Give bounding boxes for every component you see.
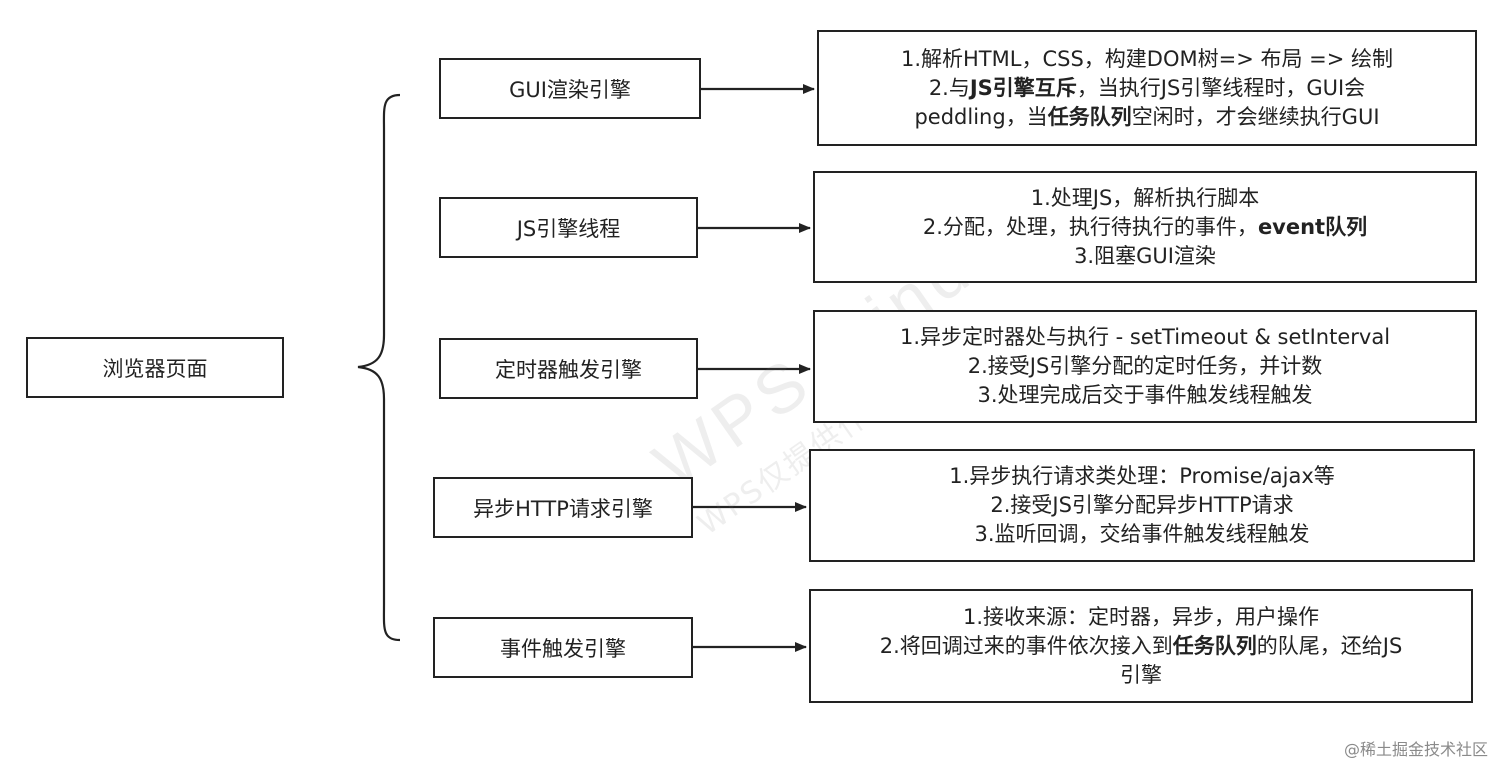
desc-emphasis: 任务队列 [1172,633,1257,658]
desc-text: peddling，当 [914,104,1048,129]
desc-line: 2.分配，处理，执行待执行的事件，event队列 [923,213,1367,242]
desc-text: 3.处理完成后交于事件触发线程触发 [977,383,1313,407]
desc-text: 引擎 [1120,662,1162,687]
desc-line: 2.接受JS引擎分配异步HTTP请求 [990,491,1293,520]
desc-text: 1.解析HTML，CSS，构建DOM树=> 布局 => 绘制 [900,46,1394,71]
desc-node-js[interactable]: 1.处理JS，解析执行脚本 2.分配，处理，执行待执行的事件，event队列 3… [813,171,1477,283]
desc-text: 3.监听回调，交给事件触发线程触发 [974,522,1310,546]
root-node-browser-page[interactable]: 浏览器页面 [26,337,284,398]
root-node-label: 浏览器页面 [102,356,208,381]
desc-emphasis: 任务队列 [1047,104,1132,129]
desc-text: ，当执行JS引擎线程时，GUI会 [1076,75,1366,100]
desc-node-event[interactable]: 1.接收来源：定时器，异步，用户操作 2.将回调过来的事件依次接入到任务队列的队… [809,589,1473,703]
desc-line: 2.接受JS引擎分配的定时任务，并计数 [968,352,1323,381]
engine-node-event[interactable]: 事件触发引擎 [433,617,693,678]
brace [357,93,401,642]
desc-text: 2.接受JS引擎分配的定时任务，并计数 [967,354,1323,378]
engine-node-gui[interactable]: GUI渲染引擎 [439,58,701,119]
desc-node-http[interactable]: 1.异步执行请求类处理：Promise/ajax等 2.接受JS引擎分配异步HT… [809,449,1475,562]
engine-node-timer[interactable]: 定时器触发引擎 [439,338,698,399]
desc-line: 3.监听回调，交给事件触发线程触发 [974,520,1309,549]
desc-line: 2.与JS引擎互斥，当执行JS引擎线程时，GUI会 [929,74,1365,103]
desc-node-gui[interactable]: 1.解析HTML，CSS，构建DOM树=> 布局 => 绘制 2.与JS引擎互斥… [817,30,1477,146]
desc-text: 1.接收来源：定时器，异步，用户操作 [962,604,1320,629]
desc-line: 3.处理完成后交于事件触发线程触发 [977,381,1312,410]
desc-text: 3.阻塞GUI渲染 [1074,243,1216,268]
desc-line: 1.异步执行请求类处理：Promise/ajax等 [949,462,1335,491]
engine-label: 定时器触发引擎 [495,357,642,382]
desc-line: 1.处理JS，解析执行脚本 [1031,184,1260,213]
desc-text: 2.与 [928,75,970,100]
site-credit: @稀土掘金技术社区 [1343,740,1488,759]
desc-line: 1.异步定时器处与执行 - setTimeout & setInterval [900,323,1390,352]
engine-label: 异步HTTP请求引擎 [473,496,653,521]
desc-line: 2.将回调过来的事件依次接入到任务队列的队尾，还给JS [880,632,1403,661]
engine-node-js[interactable]: JS引擎线程 [439,197,698,258]
engine-label: 事件触发引擎 [500,636,626,661]
desc-text: 2.接受JS引擎分配异步HTTP请求 [990,493,1294,517]
desc-text: 1.处理JS，解析执行脚本 [1030,185,1260,210]
engine-label: GUI渲染引擎 [509,77,631,102]
desc-node-timer[interactable]: 1.异步定时器处与执行 - setTimeout & setInterval 2… [813,310,1477,423]
desc-text: 1.异步执行请求类处理：Promise/ajax等 [949,464,1335,488]
desc-text: 空闲时，才会继续执行GUI [1131,104,1380,129]
desc-text: 的队尾，还给JS [1256,633,1403,658]
desc-text: 2.将回调过来的事件依次接入到 [879,633,1173,658]
desc-emphasis: event队列 [1257,214,1368,239]
desc-emphasis: JS引擎互斥 [969,75,1077,100]
desc-line: 1.接收来源：定时器，异步，用户操作 [963,603,1319,632]
desc-line: 1.解析HTML，CSS，构建DOM树=> 布局 => 绘制 [901,45,1393,74]
engine-node-http[interactable]: 异步HTTP请求引擎 [433,477,693,538]
desc-line: 3.阻塞GUI渲染 [1074,242,1216,271]
desc-line: peddling，当任务队列空闲时，才会继续执行GUI [914,103,1379,132]
desc-text: 2.分配，处理，执行待执行的事件， [922,214,1258,239]
desc-text: 1.异步定时器处与执行 - setTimeout & setInterval [899,325,1391,349]
engine-label: JS引擎线程 [516,216,621,241]
desc-line: 引擎 [1120,661,1162,690]
